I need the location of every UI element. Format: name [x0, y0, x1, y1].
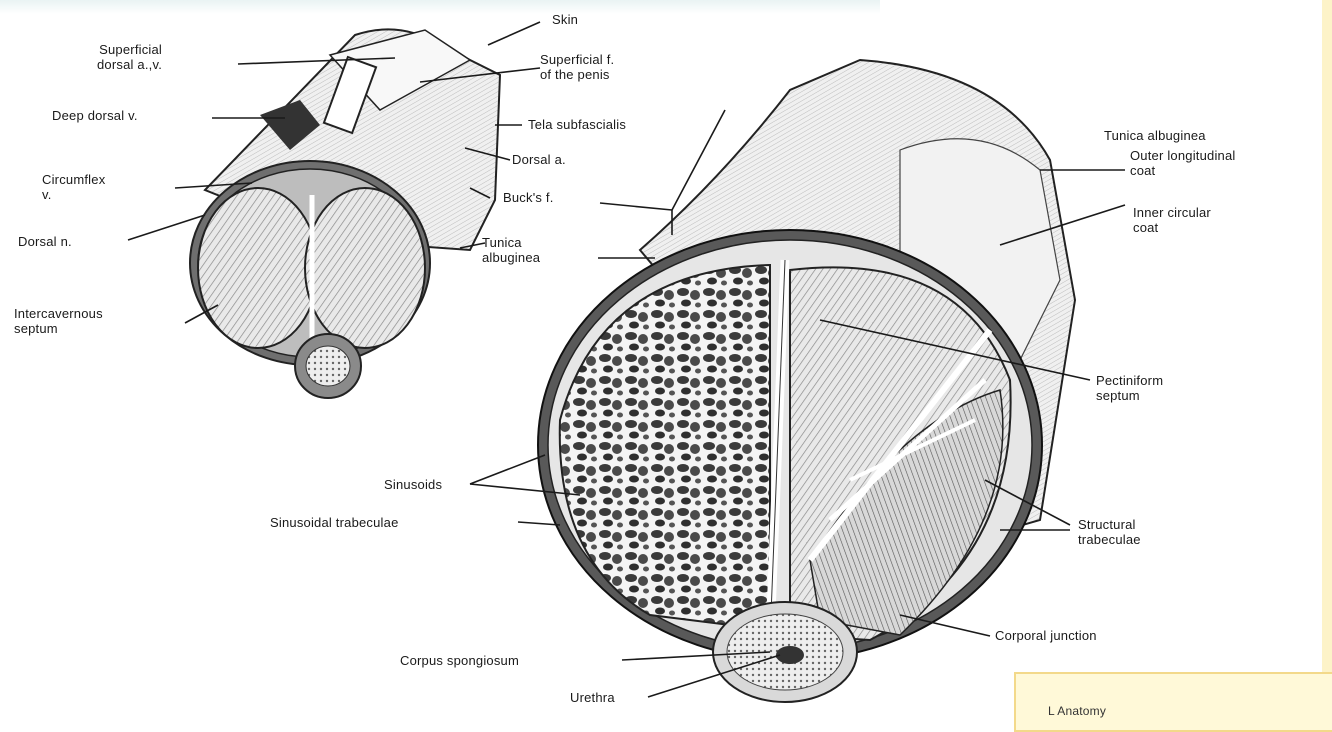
- label-intercavernous-septum: Intercavernous septum: [14, 306, 103, 336]
- label-superficial-fascia: Superficial f. of the penis: [540, 52, 614, 82]
- label-superficial-dorsal-av: Superficial dorsal a.,v.: [97, 42, 162, 72]
- right-cross-section: [538, 60, 1075, 702]
- label-sinusoids: Sinusoids: [384, 477, 442, 492]
- label-deep-dorsal-v: Deep dorsal v.: [52, 108, 138, 123]
- label-skin: Skin: [552, 12, 578, 27]
- label-inner-circular-coat: Inner circular coat: [1133, 205, 1211, 235]
- label-corpus-spongiosum: Corpus spongiosum: [400, 653, 519, 668]
- label-dorsal-a: Dorsal a.: [512, 152, 566, 167]
- label-dorsal-n: Dorsal n.: [18, 234, 72, 249]
- corner-note-text: L Anatomy: [1048, 704, 1106, 719]
- left-cross-section: [190, 29, 500, 398]
- label-bucks-f: Buck's f.: [503, 190, 554, 205]
- label-tunica-albuginea-right: Tunica albuginea: [1104, 128, 1206, 143]
- label-sinusoidal-trabeculae: Sinusoidal trabeculae: [270, 515, 399, 530]
- label-pectiniform-septum: Pectiniform septum: [1096, 373, 1163, 403]
- label-urethra: Urethra: [570, 690, 615, 705]
- label-corporal-junction: Corporal junction: [995, 628, 1097, 643]
- label-structural-trabeculae: Structural trabeculae: [1078, 517, 1141, 547]
- anatomy-illustration: [0, 0, 1332, 714]
- right-edge-strip: [1322, 0, 1332, 714]
- corner-note-box: [1014, 672, 1332, 732]
- label-tunica-albuginea-left: Tunica albuginea: [482, 235, 540, 265]
- label-outer-longitudinal-coat: Outer longitudinal coat: [1130, 148, 1236, 178]
- label-circumflex-v: Circumflex v.: [42, 172, 105, 202]
- label-tela-subfascialis: Tela subfascialis: [528, 117, 626, 132]
